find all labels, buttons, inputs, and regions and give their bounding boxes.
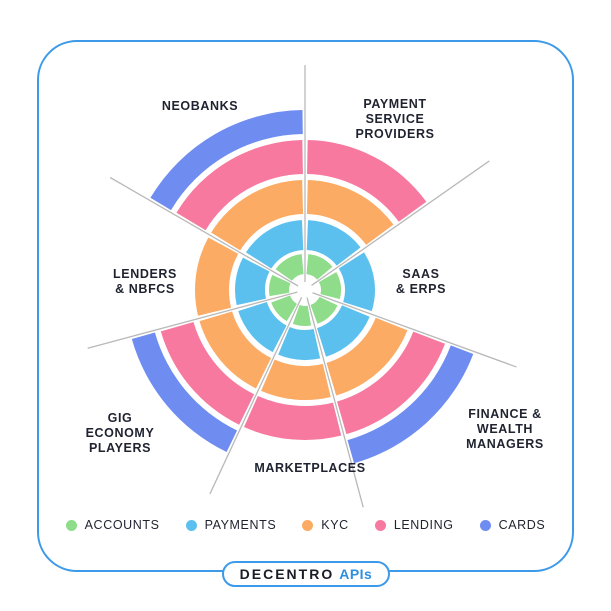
finance-wealth-managers-lending-arc (337, 331, 446, 435)
marketplaces-lending-arc (244, 395, 342, 441)
brand-name: DECENTRO (239, 566, 335, 582)
legend: ACCOUNTS PAYMENTS KYC LENDING CARDS (0, 518, 611, 532)
payment-service-providers-payments-arc (306, 220, 361, 266)
gig-economy-players-payments-arc (238, 302, 287, 353)
neobanks-lending-arc (176, 140, 303, 231)
brand-suffix: APIs (339, 566, 373, 582)
neobanks-accounts-arc (275, 254, 304, 281)
neobanks-cards-arc (150, 110, 303, 211)
marketplaces-kyc-arc (261, 359, 331, 400)
gig-economy-players-lending-arc (160, 322, 255, 425)
legend-item-lending: LENDING (374, 518, 454, 532)
finance-wealth-managers-cards-arc (347, 345, 474, 464)
cards-dot-icon (479, 519, 491, 531)
segment-label-neobanks: NEOBANKS (161, 99, 239, 113)
segment-label-finance-wealth-managers: FINANCE & WEALTH MANAGERS (466, 407, 544, 451)
payments-dot-icon (185, 519, 197, 531)
lenders-nbfcs-payments-arc (235, 257, 270, 306)
segment-label-lenders-nbfcs: LENDERS & NBFCS (113, 267, 177, 296)
legend-item-kyc: KYC (302, 518, 349, 532)
marketplaces-payments-arc (278, 326, 321, 360)
kyc-dot-icon (302, 519, 314, 531)
finance-wealth-managers-payments-arc (317, 305, 370, 357)
segment-divider-line (306, 297, 364, 508)
gig-economy-players-cards-arc (131, 332, 238, 453)
accounts-dot-icon (65, 519, 77, 531)
neobanks-payments-arc (245, 220, 304, 269)
finance-wealth-managers-kyc-arc (326, 317, 408, 396)
legend-item-cards: CARDS (479, 518, 546, 532)
lenders-nbfcs-accounts-arc (268, 274, 291, 297)
legend-label-kyc: KYC (321, 518, 349, 532)
neobanks-kyc-arc (211, 180, 304, 251)
saas-erps-accounts-arc (318, 272, 341, 300)
segment-label-payment-service-providers: PAYMENT SERVICE PROVIDERS (355, 97, 435, 141)
legend-label-payments: PAYMENTS (204, 518, 277, 532)
legend-item-payments: PAYMENTS (185, 518, 277, 532)
payment-service-providers-kyc-arc (306, 180, 394, 245)
segment-label-saas-erps: SAAS & ERPS (395, 267, 447, 296)
legend-item-accounts: ACCOUNTS (65, 518, 160, 532)
legend-label-lending: LENDING (393, 518, 454, 532)
segment-label-gig-economy-players: GIG ECONOMY PLAYERS (85, 411, 155, 455)
payment-service-providers-accounts-arc (306, 254, 333, 280)
lending-dot-icon (374, 519, 386, 531)
lenders-nbfcs-kyc-arc (195, 237, 239, 316)
brand-badge: DECENTRO APIs (222, 561, 390, 587)
gig-economy-players-kyc-arc (199, 311, 272, 389)
finance-wealth-managers-accounts-arc (310, 296, 338, 324)
saas-erps-payments-arc (338, 252, 376, 312)
segment-divider-line (209, 296, 303, 495)
gig-economy-players-accounts-arc (271, 295, 297, 322)
legend-label-accounts: ACCOUNTS (84, 518, 160, 532)
legend-label-cards: CARDS (498, 518, 546, 532)
segment-divider-line (109, 176, 299, 287)
segment-label-marketplaces: MARKETPLACES (254, 461, 366, 475)
segment-divider-line (312, 292, 517, 368)
payment-service-providers-lending-arc (307, 140, 427, 222)
marketplaces-accounts-arc (292, 305, 312, 327)
segment-divider-line (87, 291, 298, 349)
segment-divider-line (311, 160, 490, 286)
